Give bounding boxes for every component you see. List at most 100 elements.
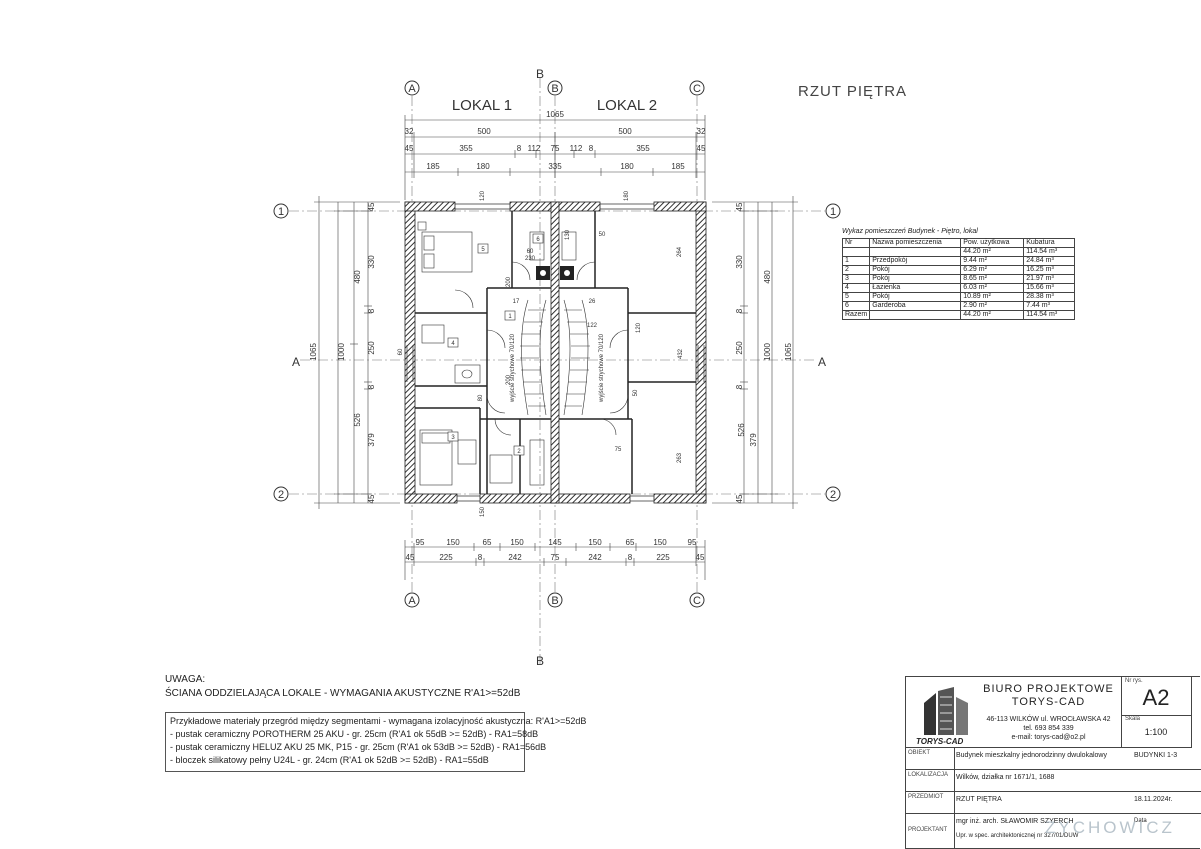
section-mark-right: A <box>818 355 826 369</box>
watermark: ZYCHOWICZ <box>1045 818 1175 837</box>
table-cell: 6.29 m² <box>960 265 1025 275</box>
table-cell: Łazienka <box>869 283 962 293</box>
axis-label-a-bottom: A <box>408 595 416 607</box>
dim-top-r4-4: 185 <box>671 162 685 171</box>
doors <box>454 261 629 436</box>
staircases <box>520 299 590 416</box>
table-row: 3 Pokój 8.65 m² 21.97 m³ <box>841 274 1076 284</box>
materials-line: Przykładowe materiały przegród między se… <box>170 716 587 726</box>
uprawnienia-value: Upr. w spec. architektonicznej nr 327/01… <box>956 833 1079 839</box>
dim-top-r3-2: 8 <box>517 144 522 153</box>
office-logo-icon <box>914 683 976 741</box>
table-cell <box>869 310 962 320</box>
dimension-lines-right <box>712 196 798 509</box>
dim-top-r3-5: 112 <box>570 144 583 153</box>
room-number-boxes <box>447 233 544 456</box>
dim-bottom-r2-2: 8 <box>478 553 483 562</box>
dim-top-r4-2: 335 <box>548 162 562 171</box>
table-row: 1 Przedpokój 9.44 m² 24.84 m³ <box>841 256 1076 266</box>
outer-walls <box>404 201 707 504</box>
table-header-cell: Pow. użytkowa <box>960 238 1025 248</box>
dim-bottom-r1-5: 150 <box>588 538 602 547</box>
table-cell: 16.25 m³ <box>1023 265 1076 275</box>
dim-top-r4-0: 185 <box>426 162 440 171</box>
scale-value: 1:100 <box>1144 727 1168 737</box>
dim-top-r2-3: 32 <box>697 127 706 136</box>
int-dim-10: 432 <box>678 348 684 359</box>
table-header-row: Nr Nazwa pomieszczenia Pow. użytkowa Kub… <box>841 238 1076 248</box>
table-cell: 4 <box>841 283 871 293</box>
dim-right-0: 45 <box>735 202 744 211</box>
row-obiekt: OBIEKT Budynek mieszkalny jednorodzinny … <box>906 747 1201 770</box>
title-block: BIURO PROJEKTOWE TORYS-CAD 46-113 WILKÓW… <box>905 676 1201 849</box>
dim-left-4: 8 <box>367 384 376 389</box>
dim-bottom-r2-6: 8 <box>628 553 633 562</box>
rooms-table: Wykaz pomieszczeń Budynek - Piętro, loka… <box>841 228 1076 320</box>
table-cell: Garderoba <box>869 301 962 311</box>
table-cell: 44.20 m² <box>960 310 1025 320</box>
axis-label-b-bottom: B <box>551 595 558 607</box>
table-cell: 44.20 m² <box>960 247 1025 257</box>
dim-right-4: 8 <box>735 384 744 389</box>
room-no-4: 4 <box>451 341 455 347</box>
int-dim-13: 50 <box>633 389 639 396</box>
notes-line: ŚCIANA ODDZIELAJĄCA LOKALE - WYMAGANIA A… <box>165 688 521 699</box>
dim-right-total: 1065 <box>784 343 793 361</box>
table-cell: 114.54 m³ <box>1023 247 1076 257</box>
axis-label-2-left: 2 <box>278 489 284 501</box>
dim-top-r4-3: 180 <box>620 162 634 171</box>
table-cell: 2 <box>841 265 871 275</box>
dim-left-3: 250 <box>367 341 376 355</box>
table-row: 2 Pokój 6.29 m² 16.25 m³ <box>841 265 1076 275</box>
room-no-2: 2 <box>517 449 521 455</box>
dim-right-2: 8 <box>735 308 744 313</box>
date-label: Data <box>1134 818 1147 824</box>
dim-right-3: 250 <box>735 341 744 355</box>
scale-cell: Skala 1:100 <box>1121 715 1192 748</box>
dim-top-total: 1065 <box>546 110 564 119</box>
axis-label-2-right: 2 <box>830 489 836 501</box>
room-no-3: 3 <box>451 435 455 441</box>
dim-left-2: 8 <box>367 308 376 313</box>
int-dim-11: 80 <box>478 394 484 401</box>
budynki-value: BUDYNKI 1-3 <box>1134 752 1178 759</box>
dim-right-5: 379 <box>749 433 758 447</box>
axis-label-a-top: A <box>408 83 416 95</box>
obiekt-value: Budynek mieszkalny jednorodzinny dwuloka… <box>956 752 1107 759</box>
chimney-marker-left <box>540 270 546 276</box>
dim-top-r2-0: 32 <box>405 127 414 136</box>
table-cell: Pokój <box>869 265 962 275</box>
drawing-title: RZUT PIĘTRA <box>798 83 908 100</box>
int-dim-19: 180 <box>624 190 630 201</box>
office-name-line-2: TORYS-CAD <box>1011 696 1086 708</box>
przedmiot-value: RZUT PIĘTRA <box>956 796 1002 803</box>
date-value: 18.11.2024r. <box>1134 796 1173 803</box>
int-dim-3: 50 <box>599 232 606 238</box>
dim-right-mid-1: 526 <box>737 423 746 437</box>
table-header-cell: Nr <box>841 238 871 248</box>
projektant-label: PROJEKTANT <box>908 827 948 833</box>
int-dim-12: 200 <box>506 374 512 385</box>
table-row: 44.20 m² 114.54 m³ <box>841 247 1076 257</box>
int-dim-4: 264 <box>677 246 683 257</box>
dim-left-mid-1: 526 <box>353 413 362 427</box>
row-lokalizacja: LOKALIZACJA Wilków, działka nr 1671/1, 1… <box>906 769 1201 792</box>
int-dim-1: 230 <box>525 256 536 262</box>
int-dim-17: 120 <box>480 190 486 201</box>
dim-bottom-r2-0: 45 <box>406 553 415 562</box>
table-cell: 2.90 m² <box>960 301 1025 311</box>
dim-top-r2-1: 500 <box>477 127 491 136</box>
scale-label: Skala <box>1125 716 1141 722</box>
sheet-number: A2 <box>1142 685 1170 710</box>
axis-label-1-right: 1 <box>830 206 836 218</box>
table-cell: 9.44 m² <box>960 256 1025 266</box>
dim-bottom-r2-4: 75 <box>551 553 560 562</box>
axis-label-b-top: B <box>551 83 558 95</box>
table-cell: 10.89 m² <box>960 292 1025 302</box>
bed-room-3 <box>419 429 453 486</box>
table-cell: 5 <box>841 292 871 302</box>
office-brand: TORYS-CAD <box>916 737 964 746</box>
section-mark-left: A <box>292 355 300 369</box>
table-cell <box>841 247 871 257</box>
